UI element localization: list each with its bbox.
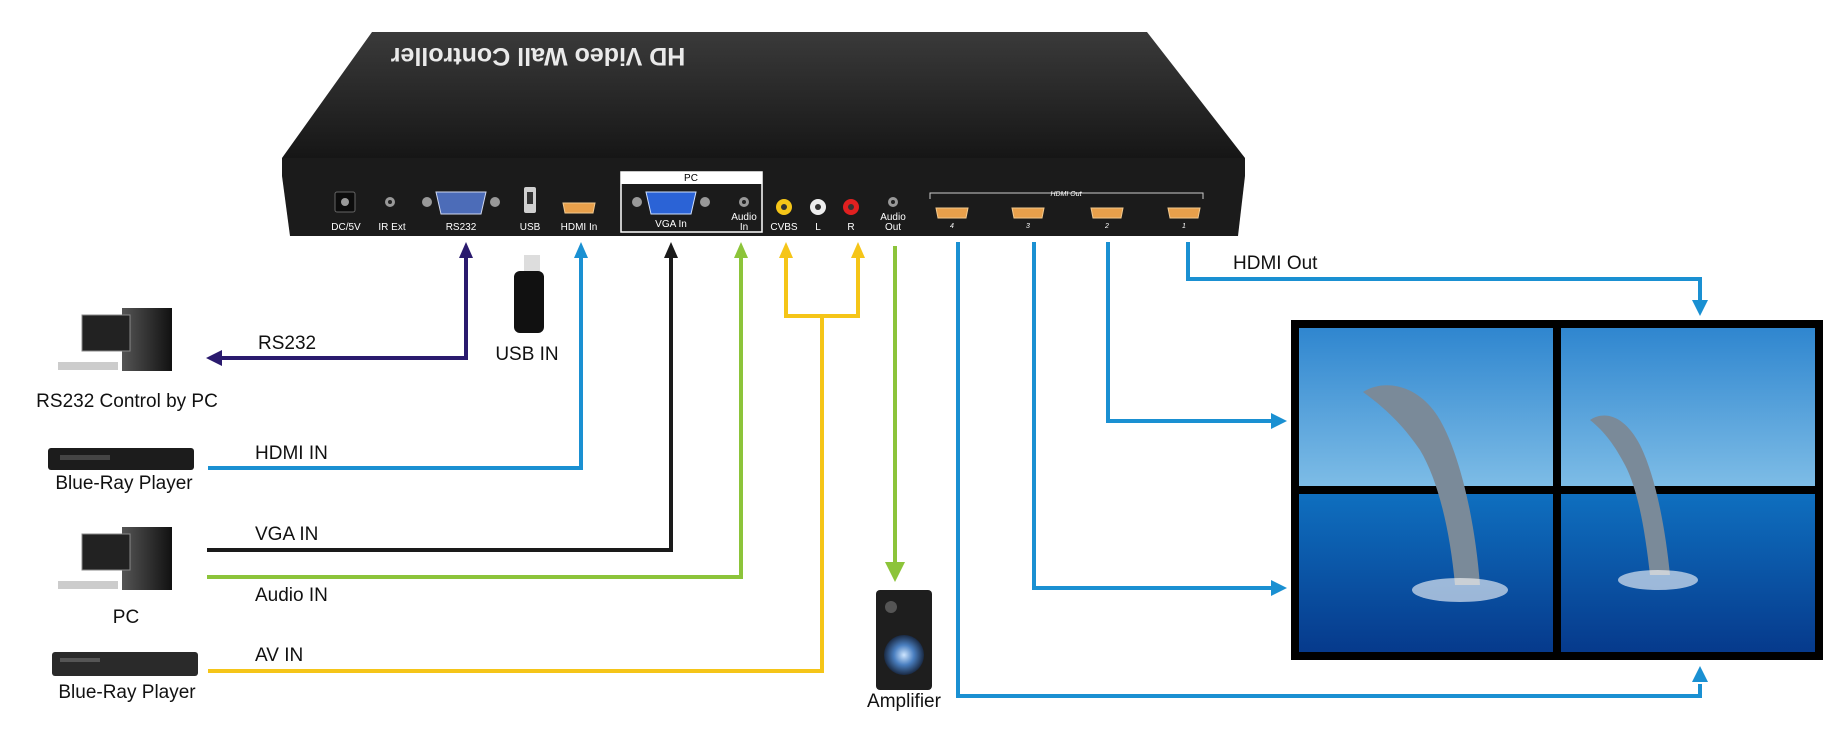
hdmi-out-3-cable (1032, 242, 1275, 590)
dolphin-left-icon (1363, 385, 1480, 585)
label-rs232: RS232 (258, 333, 316, 354)
usb-stick (514, 255, 544, 333)
vga-in-cable (207, 253, 673, 552)
label-pc: PC (113, 607, 139, 628)
hdmi-out-1-port-icon (1167, 207, 1201, 219)
rs232-port-icon (435, 191, 487, 215)
bluray-player-1 (48, 448, 194, 470)
port-label-out-3: 3 (1026, 223, 1030, 230)
label-usb-in: USB IN (495, 344, 558, 365)
vga-pc (58, 527, 172, 590)
bluray-player-2 (52, 652, 198, 676)
port-label-ir: IR Ext (378, 222, 405, 233)
device-title: HD Video Wall Controller (391, 42, 686, 70)
port-label-out-2: 2 (1104, 223, 1109, 230)
port-label-out-4: 4 (950, 223, 954, 230)
pc-group-header: PC (684, 173, 698, 184)
hdmi-out-3-port-icon (1011, 207, 1045, 219)
labels: RS232 RS232 Control by PC USB IN HDMI IN… (36, 253, 1318, 712)
port-label-audio-out-2: Out (885, 222, 901, 233)
port-label-hdmi-in: HDMI In (561, 222, 598, 233)
port-label-audio-in-1: Audio (731, 212, 757, 223)
label-vga-in: VGA IN (255, 524, 318, 545)
port-label-audio-in-2: In (740, 222, 748, 233)
port-label-l: L (815, 222, 821, 233)
label-hdmi-in: HDMI IN (255, 443, 328, 464)
arrowheads (206, 242, 1708, 682)
label-bluray-2: Blue-Ray Player (58, 682, 196, 703)
port-label-audio-out-1: Audio (880, 212, 906, 223)
screen-bottom-left (1299, 494, 1553, 652)
dolphin-right-icon (1590, 415, 1670, 575)
usb-stick-connector-icon (524, 255, 540, 275)
hdmi-out-2-port-icon (1090, 207, 1124, 219)
label-amplifier: Amplifier (867, 691, 942, 712)
device-front-panel (282, 158, 1245, 236)
screen-bottom-right (1561, 494, 1815, 652)
label-bluray-1: Blue-Ray Player (55, 473, 193, 494)
hdmi-out-group-header: HDMI Out (1050, 191, 1082, 198)
audio-in-cable (207, 253, 743, 579)
port-label-dc: DC/5V (331, 222, 361, 233)
video-wall-controller: HD Video Wall Controller DC/5V IR Ext RS… (282, 32, 1245, 236)
screen-top-right (1561, 328, 1815, 486)
hdmi-in-cable (208, 253, 583, 470)
av-split-cable (784, 253, 860, 318)
amplifier (876, 590, 932, 690)
vga-port-icon (645, 191, 697, 215)
bluray-player-icon-2 (52, 652, 198, 676)
usb-stick-icon (514, 271, 544, 333)
hdmi-out-bracket (929, 192, 1204, 199)
hdmi-out-4-cable (956, 242, 1702, 698)
rs232-cable (212, 253, 468, 360)
video-wall (1291, 320, 1823, 660)
bluray-player-icon (48, 448, 194, 470)
label-hdmi-out: HDMI Out (1233, 253, 1318, 274)
hdmi-out-2-cable (1106, 242, 1275, 423)
port-label-out-1: 1 (1182, 223, 1186, 230)
connections (207, 242, 1702, 698)
hdmi-out-4-port-icon (935, 207, 969, 219)
av-in-cable (208, 316, 824, 673)
pc-monitor-icon-2 (81, 533, 131, 571)
port-label-r: R (847, 222, 854, 233)
rs232-pc (58, 308, 172, 371)
port-label-usb: USB (520, 222, 541, 233)
port-label-rs232: RS232 (446, 222, 477, 233)
keyboard-icon (58, 362, 118, 370)
hdmi-out-1-cable (1186, 242, 1702, 304)
label-av-in: AV IN (255, 645, 303, 666)
label-rs232-control: RS232 Control by PC (36, 391, 218, 412)
device-top (282, 32, 1245, 158)
hdmi-in-port-icon (562, 202, 596, 214)
pc-monitor-icon (81, 314, 131, 352)
port-label-vga-in: VGA In (655, 219, 687, 230)
port-label-cvbs: CVBS (770, 222, 798, 233)
label-audio-in: Audio IN (255, 585, 328, 606)
keyboard-icon-2 (58, 581, 118, 589)
